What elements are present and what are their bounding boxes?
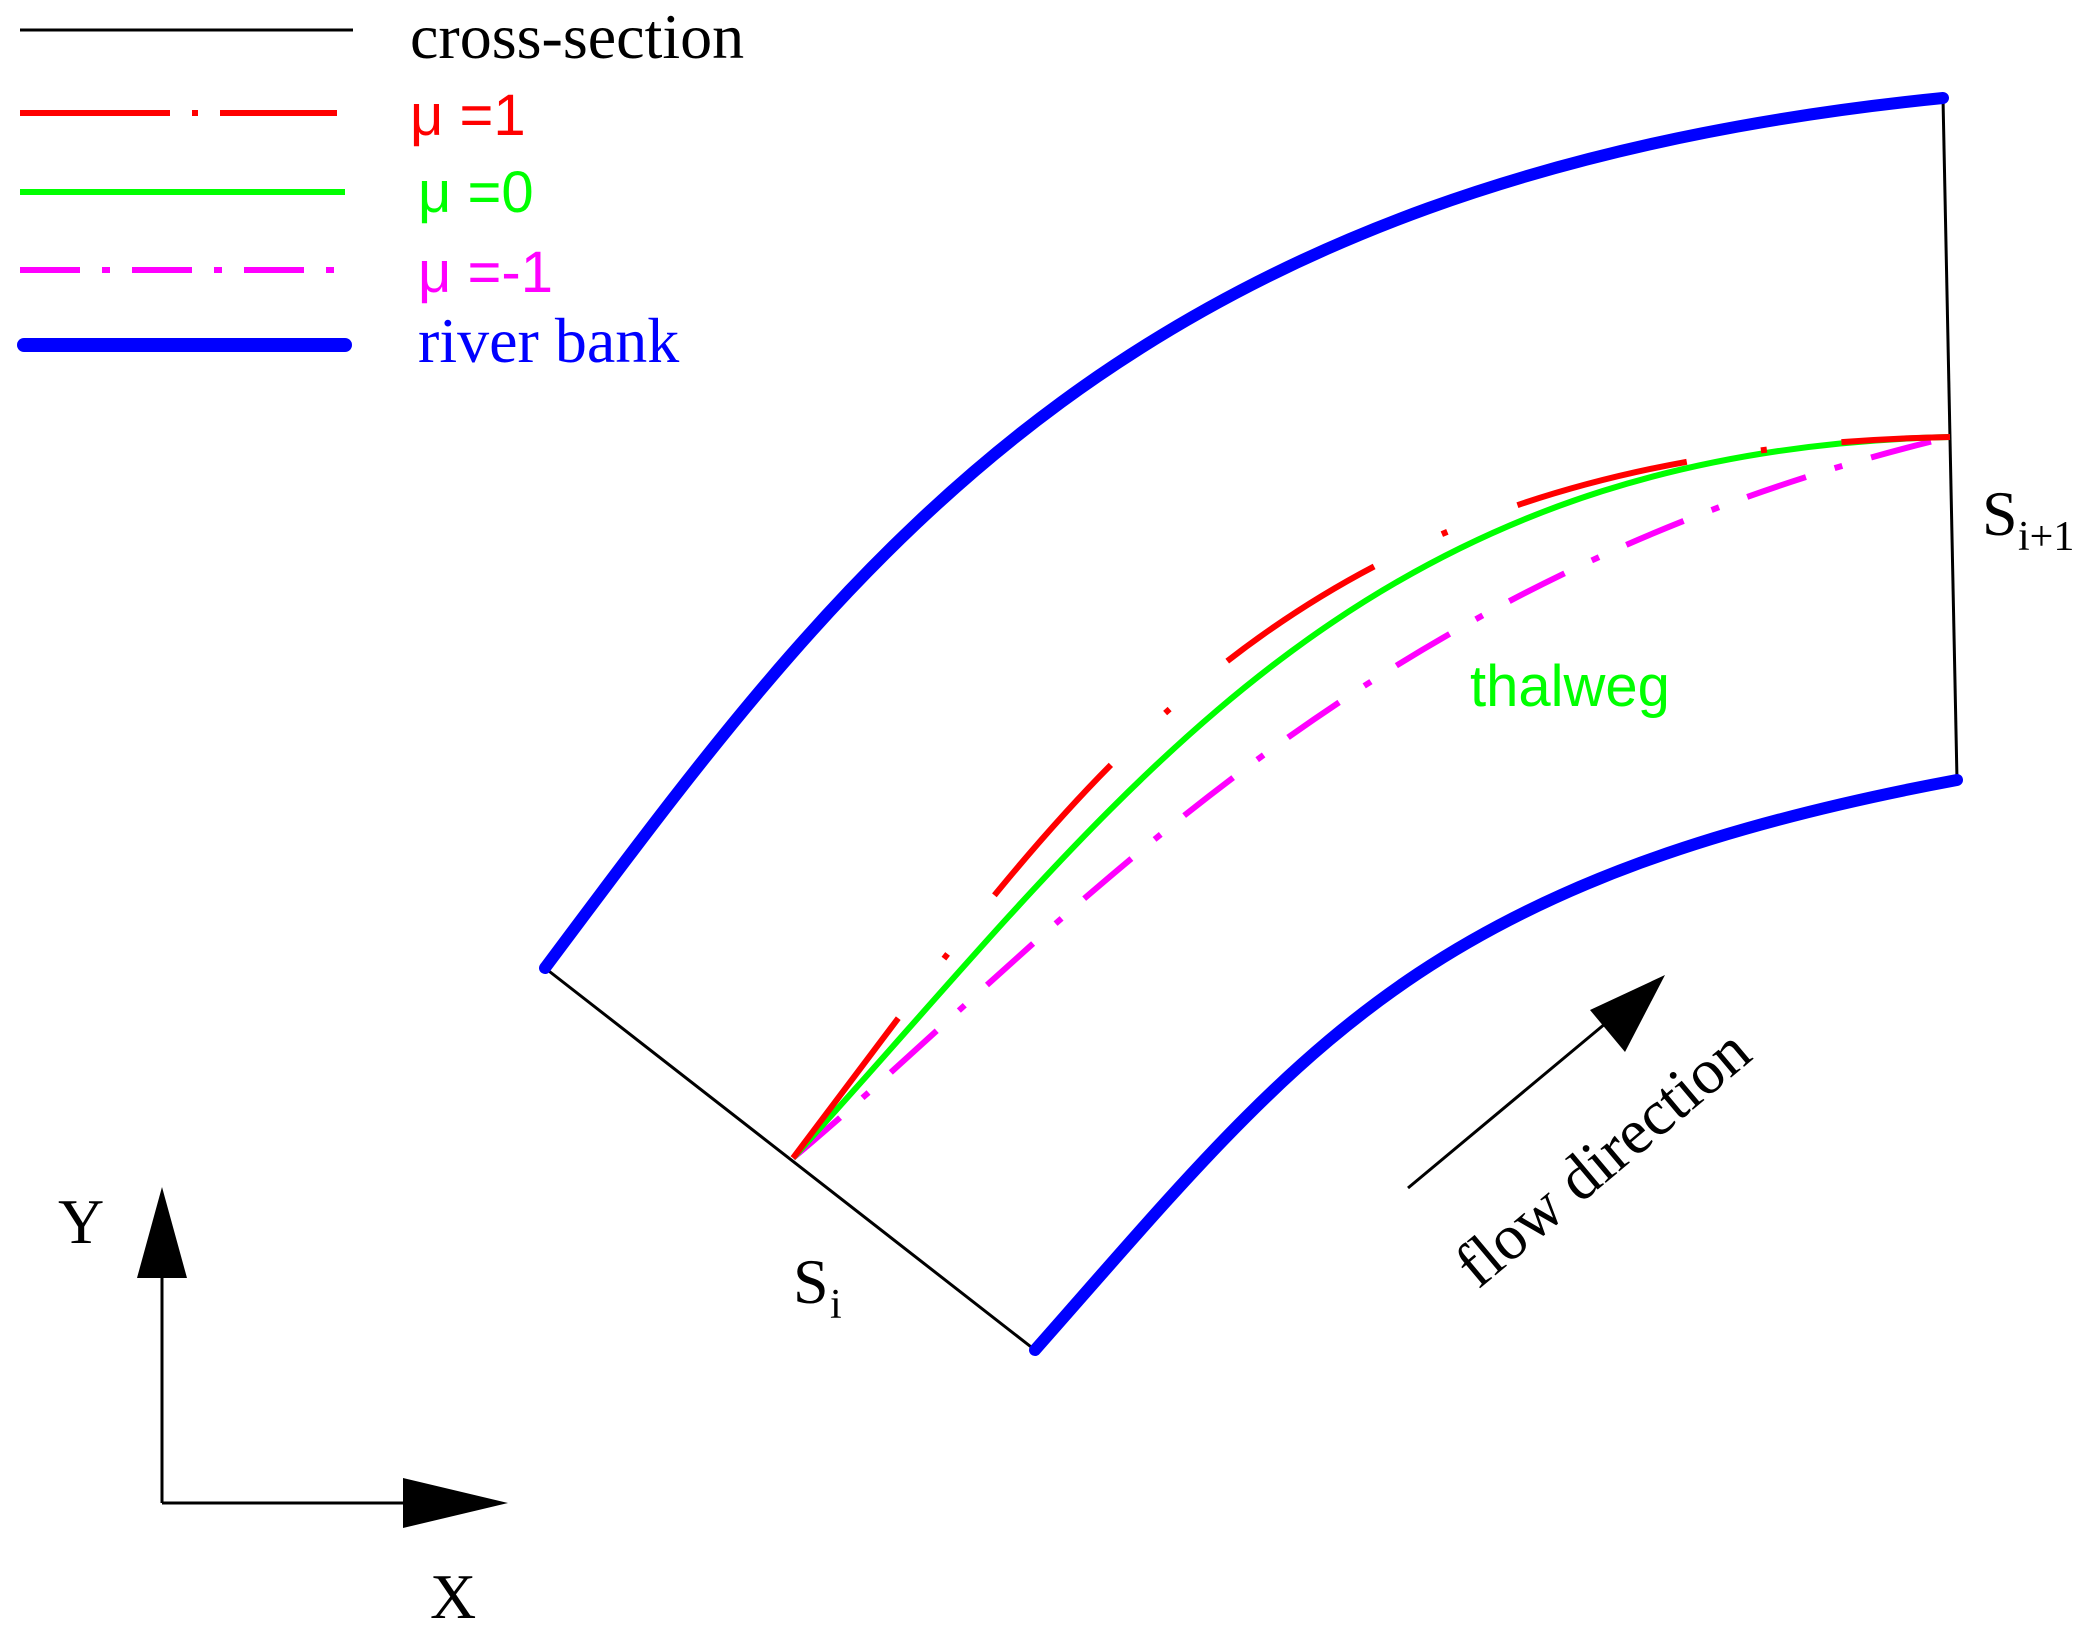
y-axis-label: Y: [58, 1186, 104, 1257]
legend-item-mu-0: μ =0: [20, 160, 534, 225]
legend-item-river-bank: river bank: [17, 305, 679, 376]
cross-section-i: [544, 966, 1036, 1352]
flow-arrow-shaft: [1407, 1016, 1613, 1190]
section-i-label-subscript: i: [830, 1282, 842, 1328]
river-bank-left: [539, 92, 1949, 974]
legend-label-mu-1: μ =1: [410, 83, 526, 148]
coordinate-axes: Y X: [58, 1186, 508, 1632]
section-i-plus-1-label-subscript: i+1: [2018, 514, 2074, 560]
legend-label-river-bank: river bank: [418, 305, 679, 376]
y-axis-arrowhead: [137, 1187, 187, 1278]
legend-item-cross-section: cross-section: [20, 1, 744, 72]
flow-direction-arrow: [1407, 975, 1665, 1190]
section-i-plus-1-label: S i+1: [1982, 478, 2074, 560]
flow-direction-label: flow direction: [1441, 1014, 1763, 1300]
flow-arrow-head: [1590, 975, 1665, 1052]
section-i-plus-1-label-base: S: [1982, 478, 2018, 549]
legend-item-mu-1: μ =1: [20, 83, 526, 148]
legend-item-mu-neg1: μ =-1: [20, 240, 553, 305]
legend-label-cross-section: cross-section: [410, 1, 744, 72]
thalweg-mu-neg1: [791, 434, 1951, 1161]
legend: cross-section μ =1 μ =0 μ =-1 river bank: [17, 1, 744, 376]
thalweg-mu-0: [790, 434, 1951, 1161]
x-axis-label: X: [430, 1561, 476, 1632]
thalweg-mu-1: [790, 434, 1951, 1160]
section-i-label-base: S: [793, 1246, 829, 1317]
thalweg-label: thalweg: [1470, 654, 1670, 719]
legend-label-mu-0: μ =0: [418, 160, 534, 225]
x-axis-arrowhead: [403, 1478, 508, 1528]
legend-label-mu-neg1: μ =-1: [418, 240, 553, 305]
section-i-label: S i: [793, 1246, 842, 1328]
river-bank-right: [1029, 774, 1963, 1356]
